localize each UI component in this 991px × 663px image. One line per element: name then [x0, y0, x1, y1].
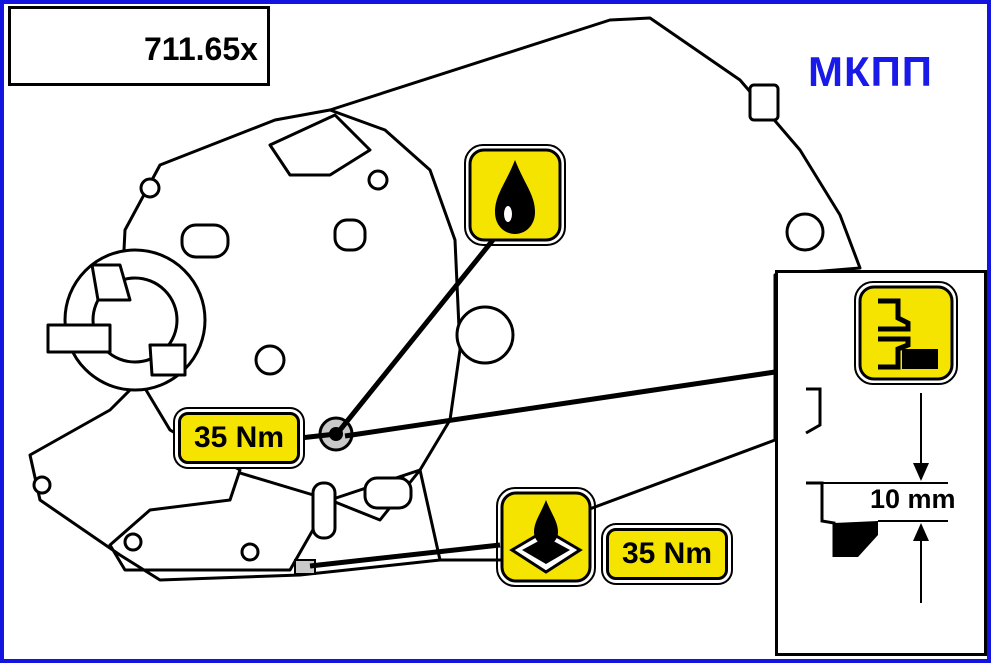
torque-label-drain-plug: 35 Nm — [606, 528, 728, 580]
fill-level-icon — [854, 281, 958, 385]
model-badge: 711.65x — [8, 6, 270, 86]
model-code: 711.65x — [144, 31, 258, 67]
fill-level-detail — [805, 281, 958, 603]
torque-label-fill-plug: 35 Nm — [178, 412, 300, 464]
output-shaft — [46, 323, 112, 354]
fill-level-inset — [775, 270, 987, 656]
page-title: МКПП — [808, 48, 933, 95]
ribbed-cover — [268, 113, 372, 177]
fill-level-dimension: 10 mm — [870, 484, 956, 514]
oil-pan-drop-icon — [496, 487, 596, 587]
mount-flange — [28, 378, 442, 582]
oil-drop-icon — [464, 144, 566, 246]
